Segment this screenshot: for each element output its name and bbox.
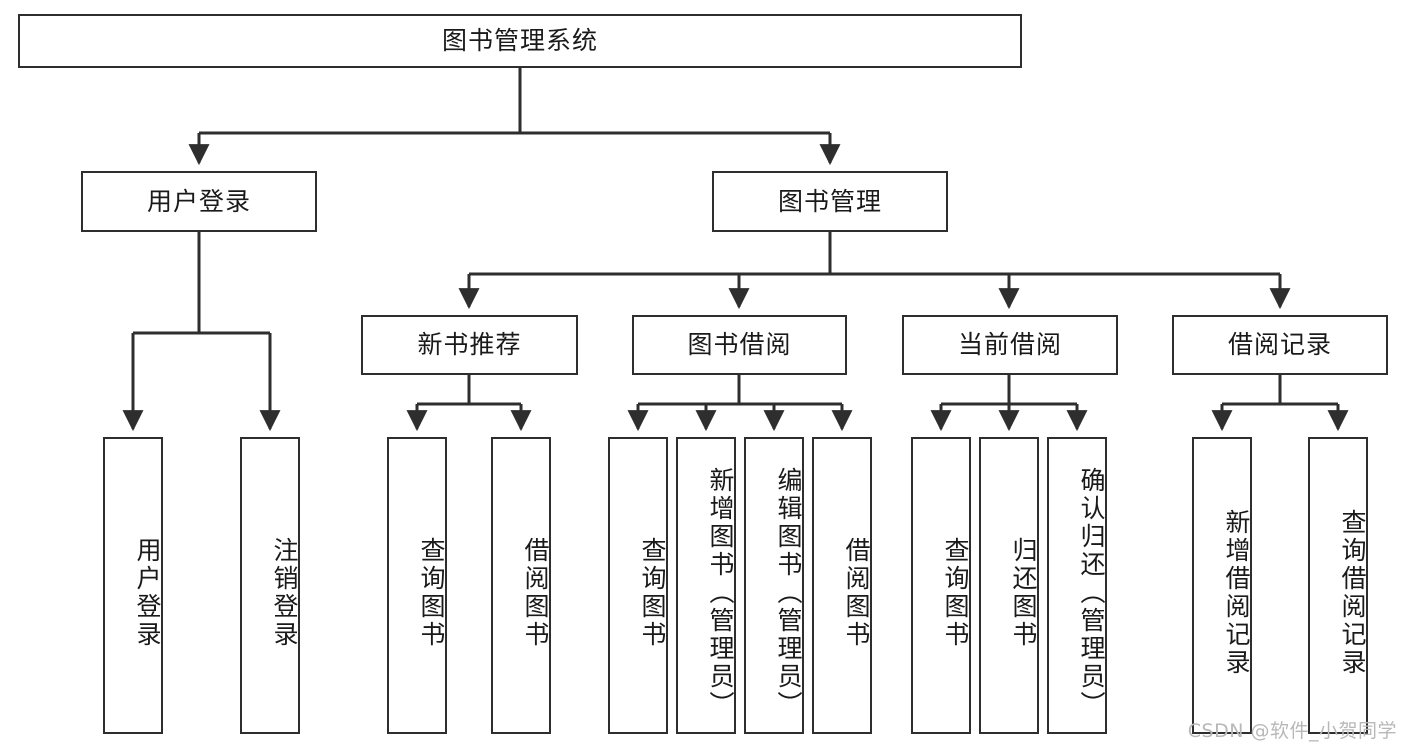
node-leaf-confirm-return-label: 确认归还（管理员）	[1077, 466, 1106, 719]
node-leaf-add-record[interactable]: 新增借阅记录	[1192, 437, 1252, 734]
node-leaf-logout-login[interactable]: 注销登录	[240, 437, 300, 734]
node-leaf-borrow-book-1-label: 借阅图书	[521, 536, 550, 649]
node-book-borrow[interactable]: 图书借阅	[632, 315, 847, 375]
node-current-borrow[interactable]: 当前借阅	[902, 315, 1118, 375]
node-leaf-logout-login-label: 注销登录	[270, 536, 299, 649]
node-leaf-edit-book-label: 编辑图书（管理员）	[774, 466, 803, 719]
node-leaf-query-book-3-label: 查询图书	[941, 536, 970, 649]
node-leaf-borrow-book-2[interactable]: 借阅图书	[812, 437, 872, 734]
node-leaf-query-record[interactable]: 查询借阅记录	[1308, 437, 1368, 734]
node-leaf-query-book-1-label: 查询图书	[417, 536, 446, 649]
node-root[interactable]: 图书管理系统	[18, 14, 1022, 68]
node-leaf-query-book-1[interactable]: 查询图书	[387, 437, 447, 734]
node-book-manage-label: 图书管理	[777, 186, 882, 216]
node-borrow-record-label: 借阅记录	[1227, 330, 1332, 360]
csdn-watermark: CSDN @软件_小贺同学	[1187, 720, 1397, 742]
node-leaf-add-book-label: 新增图书（管理员）	[706, 466, 735, 719]
node-leaf-borrow-book-2-label: 借阅图书	[842, 536, 871, 649]
node-leaf-user-login-label: 用户登录	[133, 536, 162, 649]
node-book-manage[interactable]: 图书管理	[712, 171, 948, 232]
node-leaf-query-book-2[interactable]: 查询图书	[608, 437, 668, 734]
node-leaf-edit-book[interactable]: 编辑图书（管理员）	[744, 437, 804, 734]
node-leaf-borrow-book-1[interactable]: 借阅图书	[491, 437, 551, 734]
node-user-login[interactable]: 用户登录	[81, 171, 317, 232]
node-leaf-confirm-return[interactable]: 确认归还（管理员）	[1047, 437, 1107, 734]
node-current-borrow-label: 当前借阅	[957, 330, 1062, 360]
node-book-borrow-label: 图书借阅	[687, 330, 792, 360]
node-user-login-label: 用户登录	[146, 186, 251, 216]
node-leaf-query-record-label: 查询借阅记录	[1338, 508, 1367, 677]
node-borrow-record[interactable]: 借阅记录	[1172, 315, 1388, 375]
node-leaf-add-record-label: 新增借阅记录	[1222, 508, 1251, 677]
node-leaf-add-book[interactable]: 新增图书（管理员）	[676, 437, 736, 734]
node-new-book-recommend-label: 新书推荐	[417, 330, 522, 360]
node-new-book-recommend[interactable]: 新书推荐	[361, 315, 578, 375]
node-leaf-query-book-2-label: 查询图书	[638, 536, 667, 649]
node-leaf-return-book[interactable]: 归还图书	[979, 437, 1039, 734]
node-root-label: 图书管理系统	[441, 26, 598, 56]
node-leaf-query-book-3[interactable]: 查询图书	[911, 437, 971, 734]
node-leaf-user-login[interactable]: 用户登录	[103, 437, 163, 734]
node-leaf-return-book-label: 归还图书	[1009, 536, 1038, 649]
